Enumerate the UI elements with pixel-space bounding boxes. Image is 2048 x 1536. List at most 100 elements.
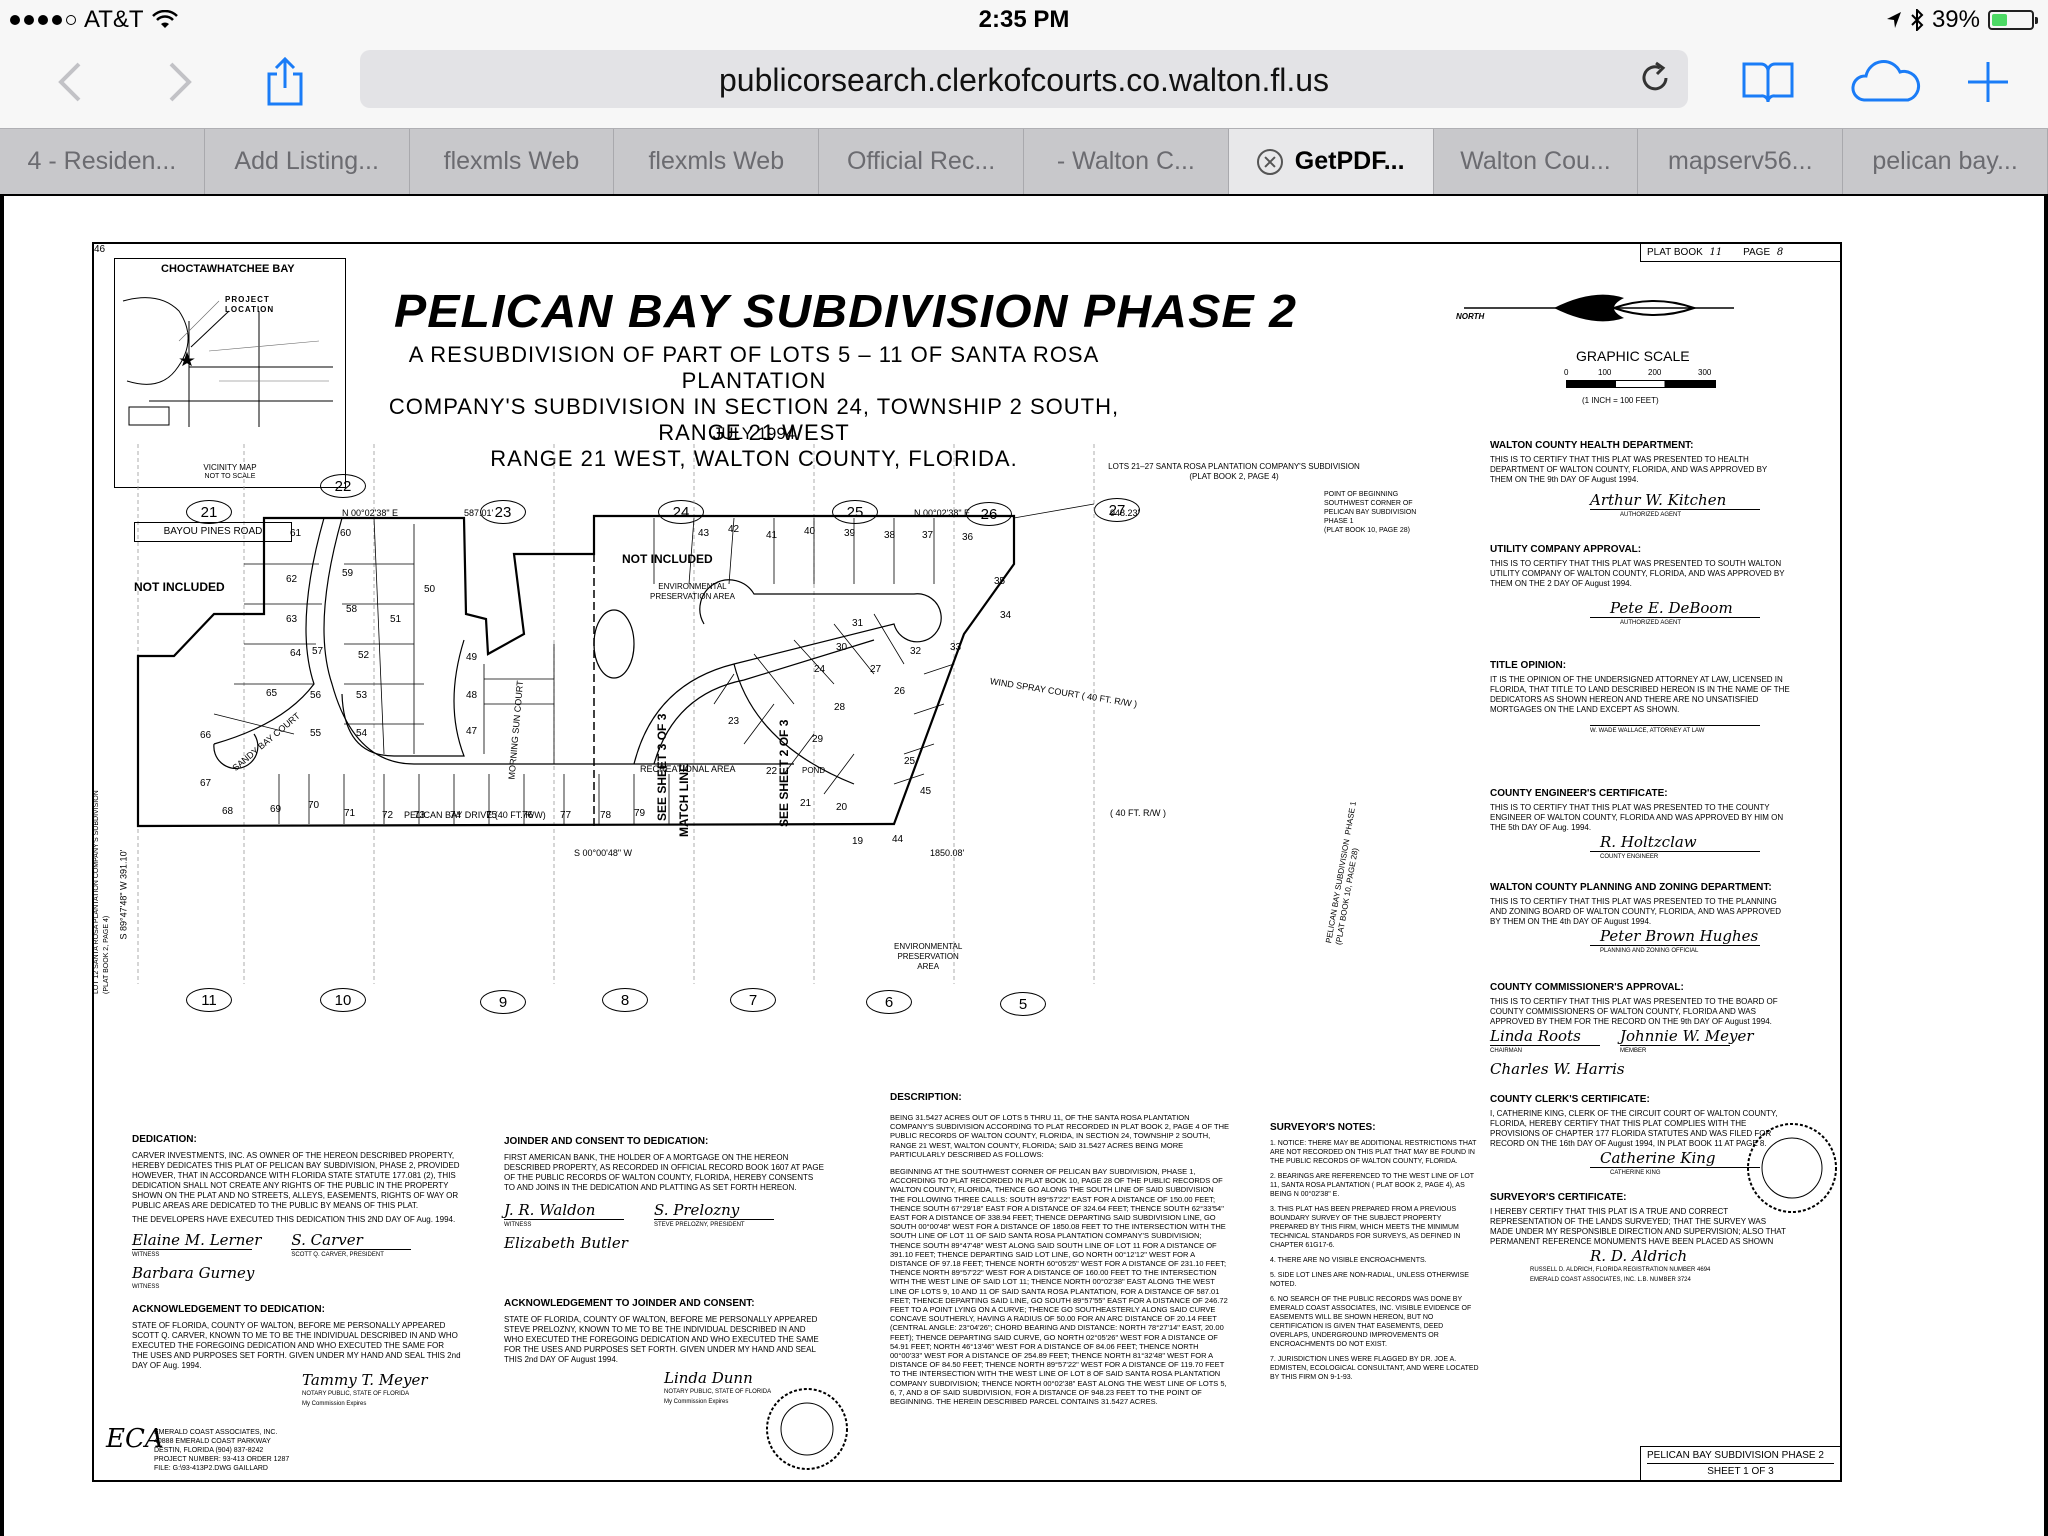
sheet-title: PELICAN BAY SUBDIVISION PHASE 2 <box>1647 1450 1824 1461</box>
lot-number: 23 <box>728 716 740 727</box>
battery-icon <box>1988 10 2038 30</box>
address-bar[interactable]: publicorsearch.clerkofcourts.co.walton.f… <box>360 50 1688 108</box>
lot-number: 66 <box>200 730 212 741</box>
title-opinion-sign: W. WADE WALLACE, ATTORNEY AT LAW <box>1590 728 1705 734</box>
planning-sign: PLANNING AND ZONING OFFICIAL <box>1600 948 1699 954</box>
tab[interactable]: Walton Cou... <box>1434 129 1639 194</box>
tab-label: mapserv56... <box>1668 147 1813 175</box>
chevron-right-icon[interactable] <box>150 52 210 112</box>
carrier-label: AT&T <box>84 6 144 33</box>
tab-label: Official Rec... <box>846 147 996 175</box>
firm-file: FILE: G:\93-413P2.DWG GAILLARD <box>154 1465 268 1472</box>
lot-number: 54 <box>356 728 368 739</box>
pdf-viewer[interactable]: PLAT BOOK 11 PAGE 8 CHOCTAWHATCHEE BAY P… <box>0 196 2048 1536</box>
sheet-number: SHEET 1 OF 3 <box>1647 1463 1834 1477</box>
lot-number: 75 <box>486 810 498 821</box>
firm-city: DESTIN, FLORIDA (904) 837-8242 <box>154 1447 264 1454</box>
pond-label: POND <box>802 766 826 775</box>
reload-icon[interactable] <box>1636 60 1674 98</box>
health-dept-text: THIS IS TO CERTIFY THAT THIS PLAT WAS PR… <box>1490 455 1768 484</box>
north-arrow-icon <box>1464 294 1734 322</box>
lot-circle: 10 <box>320 988 366 1012</box>
lot-circle: 27 <box>1094 498 1140 522</box>
lot-number: 19 <box>852 836 864 847</box>
tab[interactable]: pelican bay... <box>1843 129 2048 194</box>
lots-note-line: (PLAT BOOK 2, PAGE 4) <box>1189 472 1279 481</box>
book-icon[interactable] <box>1738 52 1798 112</box>
recreational-area-label: RECREATIONAL AREA <box>640 764 736 774</box>
witness-label: WITNESS <box>504 1222 532 1228</box>
tab-label: Walton Cou... <box>1460 147 1611 175</box>
surveyor-notes-heading: SURVEYOR'S NOTES: <box>1270 1122 1376 1133</box>
lot-number: 25 <box>904 756 916 767</box>
signal-strength-icon <box>10 15 76 25</box>
tab[interactable]: flexmls Web <box>614 129 820 194</box>
tab-label: flexmls Web <box>648 147 785 175</box>
health-dept-sign: AUTHORIZED AGENT <box>1620 512 1682 518</box>
lot-number: 52 <box>358 650 370 661</box>
graphic-scale: 0 100 200 300 <box>1564 368 1724 392</box>
tab-label: GetPDF... <box>1294 147 1405 175</box>
tab[interactable]: - Walton C... <box>1024 129 1229 194</box>
share-icon[interactable] <box>255 52 315 112</box>
commissioners-text: THIS IS TO CERTIFY THAT THIS PLAT WAS PR… <box>1490 997 1778 1026</box>
notary-seal-icon <box>766 1388 848 1470</box>
dedication-executed: THE DEVELOPERS HAVE EXECUTED THIS DEDICA… <box>132 1215 456 1224</box>
lot-number: 24 <box>814 664 826 675</box>
lot-number: 70 <box>308 800 320 811</box>
tab-label: flexmls Web <box>443 147 580 175</box>
surveyor-note: 4. THERE ARE NO VISIBLE ENCROACHMENTS. <box>1270 1257 1427 1264</box>
lot-number: 34 <box>1000 610 1012 621</box>
plat-date: JULY 1994 <box>712 424 796 443</box>
chevron-left-icon[interactable] <box>40 52 100 112</box>
tab-active[interactable]: GetPDF... <box>1228 129 1434 194</box>
pdf-page: PLAT BOOK 11 PAGE 8 CHOCTAWHATCHEE BAY P… <box>4 196 2044 1536</box>
tab[interactable]: Official Rec... <box>819 129 1024 194</box>
ack-dedication-text: STATE OF FLORIDA, COUNTY OF WALTON, BEFO… <box>132 1321 461 1370</box>
surveyor-notes-block: SURVEYOR'S NOTES: 1. NOTICE: THERE MAY B… <box>1270 1122 1480 1382</box>
vicinity-header: CHOCTAWHATCHEE BAY <box>161 263 295 275</box>
lot-number: 35 <box>994 576 1006 587</box>
graphic-scale-title: GRAPHIC SCALE <box>1576 348 1690 364</box>
firm-info: EMERALD COAST ASSOCIATES, INC. 40888 EME… <box>154 1428 289 1473</box>
lot-number: 61 <box>290 528 302 539</box>
surveyor-firm: EMERALD COAST ASSOCIATES, INC. L.B. NUMB… <box>1530 1277 1691 1283</box>
tab[interactable]: Add Listing... <box>205 129 410 194</box>
tab-bar: 4 - Residen... Add Listing... flexmls We… <box>0 128 2048 194</box>
joinder-heading: JOINDER AND CONSENT TO DEDICATION: <box>504 1136 709 1147</box>
tab-label: - Walton C... <box>1056 147 1195 175</box>
cloud-icon[interactable] <box>1848 52 1924 112</box>
lot-number: 26 <box>894 686 906 697</box>
close-tab-icon[interactable] <box>1256 148 1283 175</box>
surveyor-note: 7. JURISDICTION LINES WERE FLAGGED BY DR… <box>1270 1356 1479 1381</box>
surveyor-cert-text: I HEREBY CERTIFY THAT THIS PLAT IS A TRU… <box>1490 1207 1786 1246</box>
tab[interactable]: flexmls Web <box>410 129 615 194</box>
notary-label: NOTARY PUBLIC, STATE OF FLORIDA <box>664 1389 772 1395</box>
lot-number: 63 <box>286 614 298 625</box>
description-heading: DESCRIPTION: <box>890 1092 962 1103</box>
utility-text: THIS IS TO CERTIFY THAT THIS PLAT WAS PR… <box>1490 559 1785 588</box>
certificate-column: WALTON COUNTY HEALTH DEPARTMENT: THIS IS… <box>1490 440 1790 1283</box>
match-line-label: MATCH LINE <box>677 763 691 837</box>
plus-icon[interactable] <box>1958 52 2018 112</box>
lot-number: 67 <box>200 778 212 789</box>
lot-circle: 11 <box>186 988 232 1012</box>
north-label: NORTH <box>1456 312 1485 321</box>
vicinity-caption: VICINITY MAP <box>203 463 257 472</box>
tab[interactable]: 4 - Residen... <box>0 129 205 194</box>
lot-number: 39 <box>844 528 856 539</box>
plat-book-box: PLAT BOOK 11 PAGE 8 <box>1640 244 1840 262</box>
battery-percent: 39% <box>1931 6 1980 33</box>
tab[interactable]: mapserv56... <box>1638 129 1844 194</box>
lot-number: 62 <box>286 574 298 585</box>
not-included-label: NOT INCLUDED <box>622 552 713 566</box>
engineer-sign: COUNTY ENGINEER <box>1600 854 1659 860</box>
president-label: SCOTT Q. CARVER, PRESIDENT <box>291 1252 384 1258</box>
lot-number: 40 <box>804 526 816 537</box>
see-sheet-3-label: SEE SHEET 3 OF 3 <box>655 713 669 821</box>
subtitle-line: RANGE 21 WEST, WALTON COUNTY, FLORIDA. <box>490 446 1018 471</box>
lot-number: 41 <box>766 530 778 541</box>
dedication-block: DEDICATION: CARVER INVESTMENTS, INC. AS … <box>132 1134 461 1407</box>
lot-number: 31 <box>852 618 864 629</box>
environmental-area-label: ENVIRONMENTAL PRESERVATION AREA <box>650 582 735 601</box>
